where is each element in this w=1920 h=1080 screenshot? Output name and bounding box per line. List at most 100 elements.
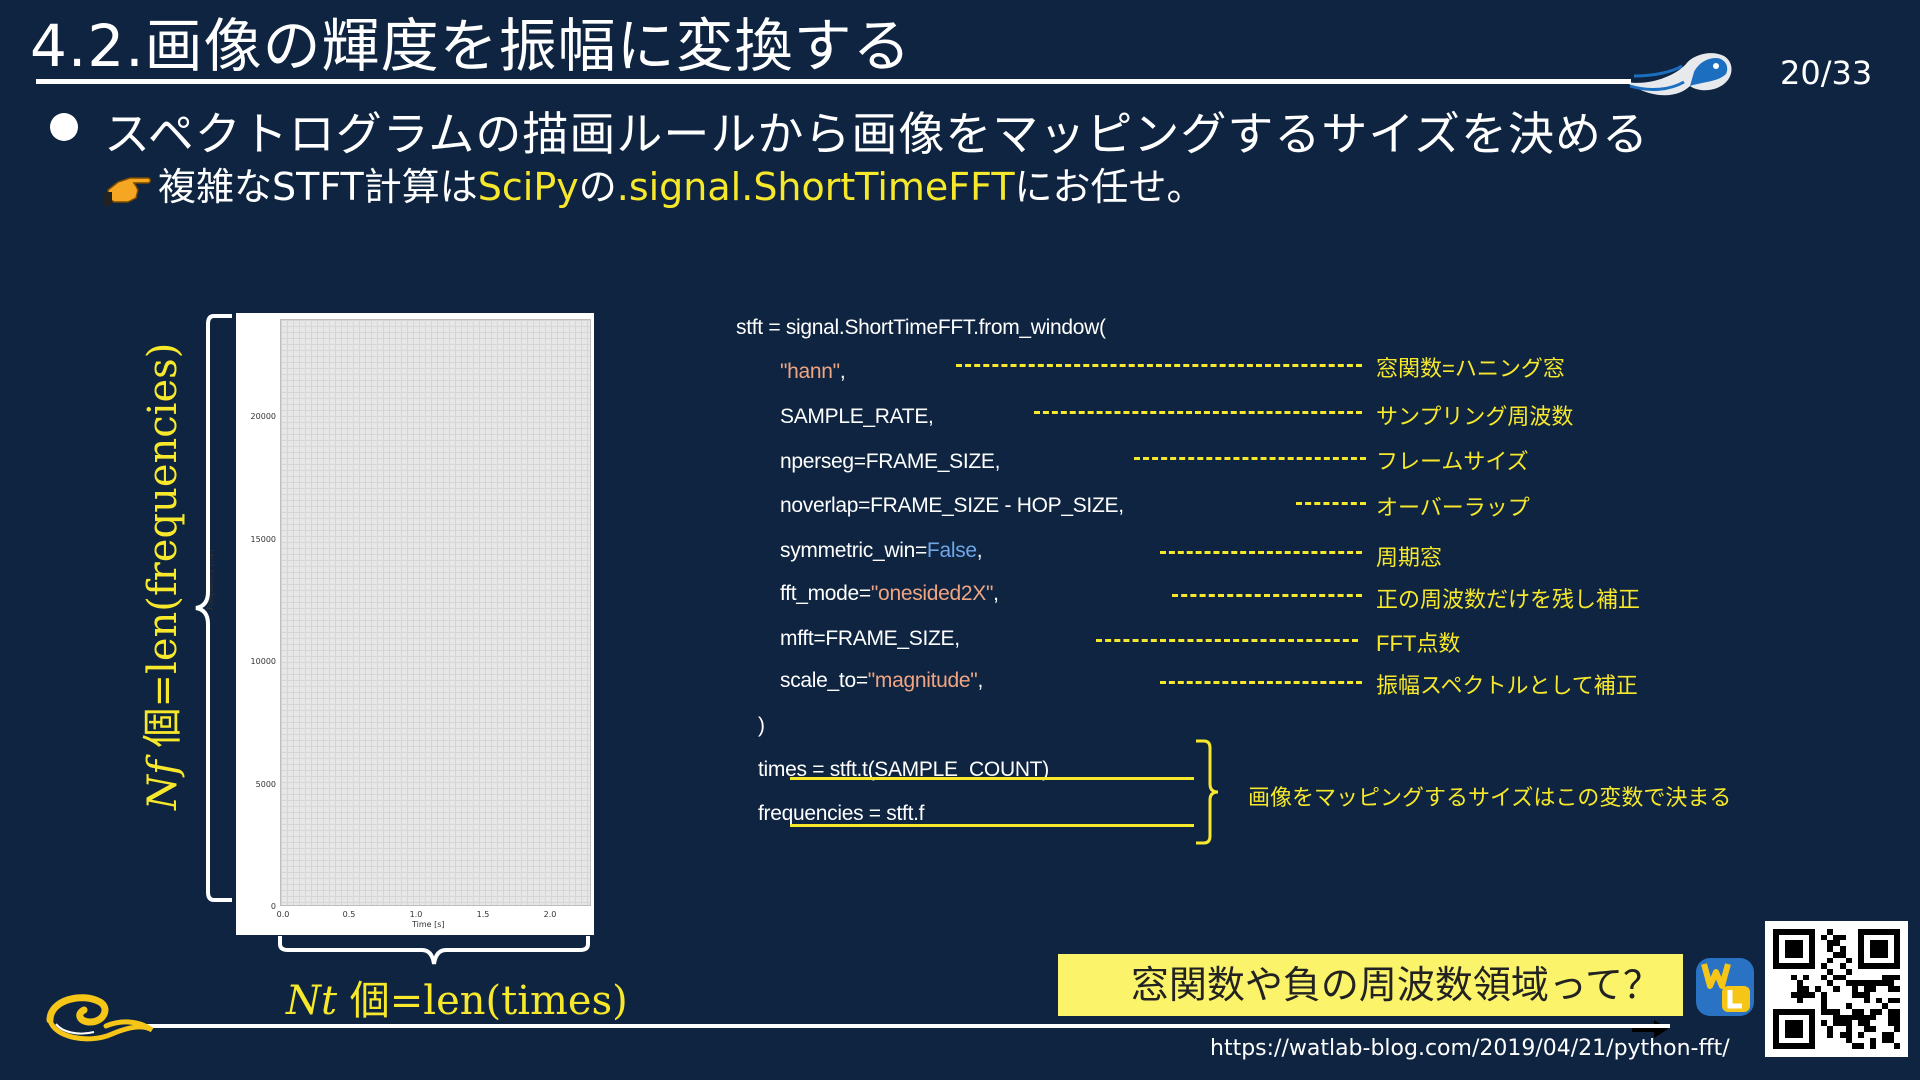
qr-module: [1815, 951, 1822, 958]
qr-module: [1797, 1031, 1804, 1038]
qr-module: [1773, 1037, 1780, 1044]
qr-module: [1869, 997, 1876, 1004]
qr-module: [1833, 1003, 1840, 1009]
qr-module: [1845, 980, 1852, 987]
qr-module: [1809, 963, 1816, 969]
qr-module: [1893, 934, 1900, 941]
qr-module: [1785, 1031, 1792, 1038]
qr-module: [1881, 1026, 1888, 1032]
qr-module: [1821, 946, 1828, 952]
qr-module: [1773, 986, 1780, 992]
qr-module: [1779, 1037, 1786, 1044]
qr-module: [1785, 934, 1792, 941]
leader-line: [1134, 457, 1366, 460]
qr-module: [1845, 1037, 1852, 1044]
qr-module: [1791, 1003, 1798, 1009]
qr-module: [1833, 929, 1840, 935]
qr-module: [1857, 986, 1864, 992]
leader-line: [1160, 551, 1362, 554]
qr-module: [1887, 980, 1894, 987]
qr-module: [1785, 1009, 1792, 1015]
qr-module: [1827, 986, 1834, 992]
qr-module: [1863, 991, 1870, 998]
qr-module: [1809, 1009, 1816, 1015]
leader-line: [1034, 411, 1362, 414]
y-tick: 10000: [250, 657, 276, 666]
qr-module: [1803, 997, 1810, 1004]
slide-title: 4.2.画像の輝度を振幅に変換する: [30, 12, 912, 80]
qr-module: [1791, 934, 1798, 941]
qr-module: [1791, 940, 1798, 947]
qr-module: [1797, 1026, 1804, 1032]
qr-module: [1815, 986, 1822, 992]
qr-module: [1779, 951, 1786, 958]
qr-module: [1815, 963, 1822, 969]
qr-module: [1779, 934, 1786, 941]
qr-module: [1893, 1031, 1900, 1038]
qr-module: [1821, 929, 1828, 935]
qr-module: [1857, 980, 1864, 987]
qr-module: [1791, 951, 1798, 958]
qr-module: [1797, 940, 1804, 947]
qr-module: [1881, 1009, 1888, 1015]
code-line: SAMPLE_RATE,: [780, 405, 934, 428]
qr-module: [1797, 969, 1804, 975]
qr-module: [1863, 1043, 1870, 1049]
qr-code-icon[interactable]: [1765, 921, 1908, 1057]
annotation-overlap: オーバーラップ: [1376, 495, 1530, 520]
annotation-window: 窓関数=ハニング窓: [1376, 356, 1565, 381]
qr-module: [1809, 957, 1816, 964]
qr-module: [1845, 1009, 1852, 1015]
qr-module: [1863, 1037, 1870, 1044]
qr-module: [1815, 1026, 1822, 1032]
code-line: nperseg=FRAME_SIZE,: [780, 450, 1001, 473]
qr-module: [1839, 1014, 1846, 1021]
qr-module: [1845, 963, 1852, 969]
qr-module: [1827, 1009, 1834, 1015]
qr-module: [1791, 1037, 1798, 1044]
qr-module: [1809, 940, 1816, 947]
qr-module: [1821, 1020, 1828, 1027]
qr-module: [1779, 991, 1786, 998]
qr-module: [1779, 940, 1786, 947]
qr-module: [1791, 991, 1798, 998]
code-line: noverlap=FRAME_SIZE - HOP_SIZE,: [780, 494, 1124, 517]
qr-module: [1851, 946, 1858, 952]
footer-url[interactable]: https://watlab-blog.com/2019/04/21/pytho…: [1210, 1036, 1730, 1061]
qr-module: [1839, 1026, 1846, 1032]
qr-module: [1875, 1014, 1882, 1021]
nf-var: Nf: [140, 760, 186, 810]
qr-module: [1821, 1043, 1828, 1049]
qr-module: [1887, 969, 1894, 975]
qr-module: [1875, 1037, 1882, 1044]
qr-module: [1785, 1014, 1792, 1021]
annotation-magnitude: 振幅スペクトルとして補正: [1376, 673, 1638, 698]
qr-module: [1815, 974, 1822, 981]
qr-module: [1845, 951, 1852, 958]
qr-module: [1785, 1026, 1792, 1032]
code-punct: ,: [976, 539, 983, 562]
qr-module: [1803, 974, 1810, 981]
qr-module: [1839, 929, 1846, 935]
qr-module: [1779, 980, 1786, 987]
qr-module: [1827, 940, 1834, 947]
qr-module: [1791, 986, 1798, 992]
qr-module: [1809, 1020, 1816, 1027]
qr-module: [1869, 1037, 1876, 1044]
qr-module: [1881, 946, 1888, 952]
qr-module: [1827, 974, 1834, 981]
qr-module: [1851, 1043, 1858, 1049]
qr-module: [1809, 929, 1816, 935]
qr-module: [1821, 957, 1828, 964]
qr-module: [1869, 1009, 1876, 1015]
qr-module: [1827, 963, 1834, 969]
qr-module: [1779, 1031, 1786, 1038]
right-bracket: [1196, 739, 1219, 845]
qr-module: [1863, 951, 1870, 958]
qr-module: [1809, 986, 1816, 992]
nt-rest: 個=len(times): [337, 978, 628, 1024]
qr-module: [1851, 1014, 1858, 1021]
qr-module: [1791, 974, 1798, 981]
swirl-logo-icon: [46, 994, 154, 1042]
qr-module: [1881, 1014, 1888, 1021]
